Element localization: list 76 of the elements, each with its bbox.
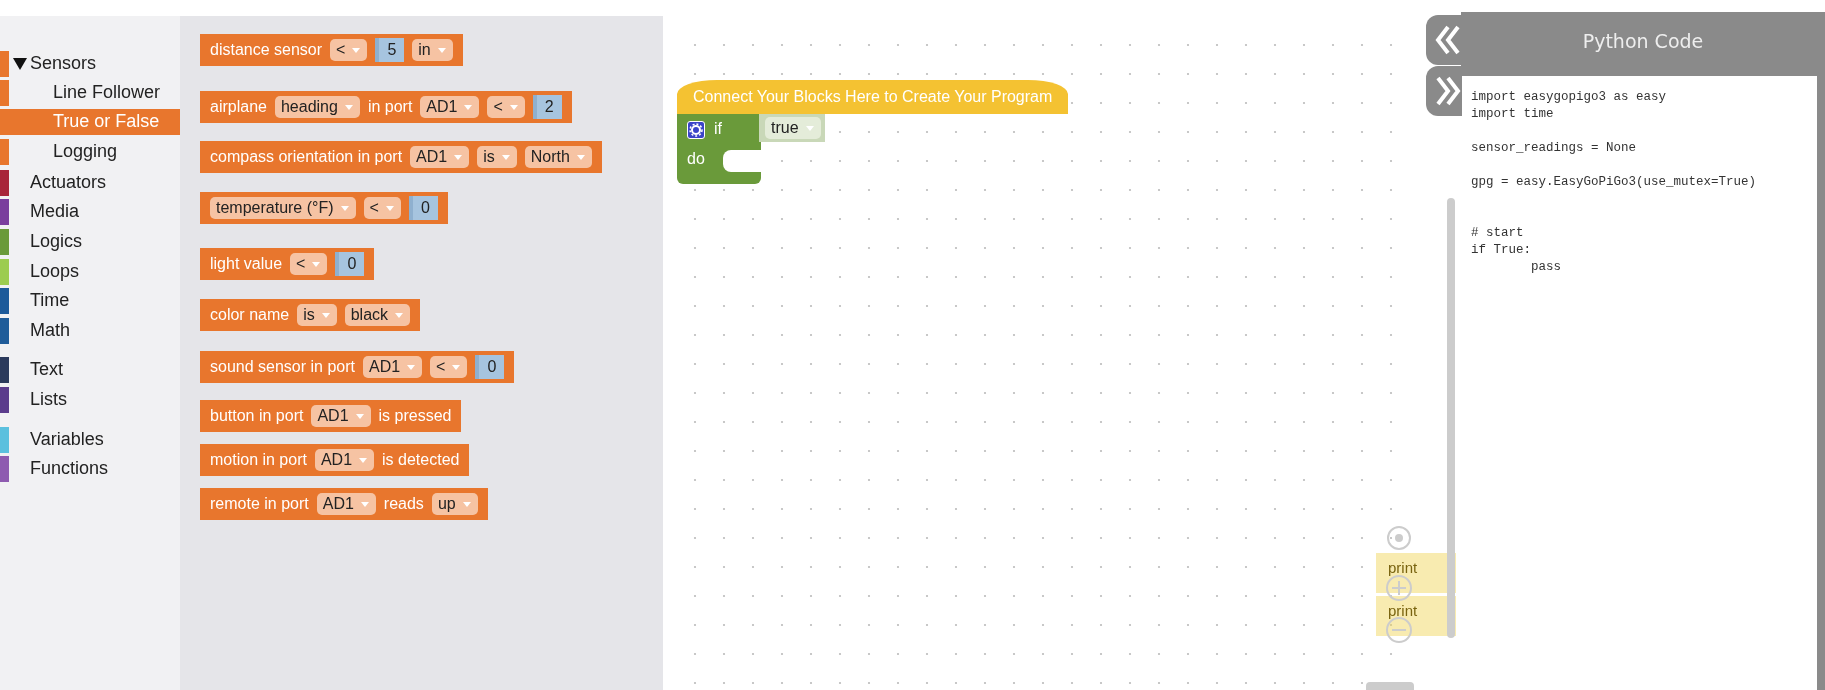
category-label: Loops bbox=[30, 261, 80, 282]
code-line: # start bbox=[1471, 226, 1524, 240]
start-hat-block bbox=[677, 80, 1069, 114]
dropdown-field: up bbox=[431, 493, 478, 515]
code-line: if True: bbox=[1471, 243, 1531, 257]
dropdown-field: AD1 bbox=[410, 146, 470, 168]
block-label: button in port bbox=[210, 407, 304, 425]
number-field: 0 bbox=[408, 196, 438, 220]
block-label: sound sensor in port bbox=[210, 358, 355, 376]
block-label: airplane bbox=[210, 98, 267, 116]
block-label: remote in port bbox=[210, 495, 309, 513]
dropdown-field: < bbox=[330, 39, 368, 61]
number-field: 0 bbox=[335, 252, 365, 276]
block-label: motion in port bbox=[210, 451, 307, 469]
dropdown-field: < bbox=[363, 197, 401, 219]
dropdown-field: < bbox=[290, 253, 328, 275]
number-field: 5 bbox=[375, 38, 405, 62]
dropdown-field: is bbox=[477, 146, 517, 168]
category-label: Media bbox=[30, 201, 80, 222]
dropdown-field: AD1 bbox=[363, 356, 423, 378]
block-label: do bbox=[687, 150, 705, 168]
category-label: Variables bbox=[30, 429, 104, 450]
dropdown-field: < bbox=[430, 356, 468, 378]
category-label: Time bbox=[30, 290, 70, 311]
category-label: Lists bbox=[30, 389, 67, 410]
value-block bbox=[759, 114, 825, 142]
if-block bbox=[677, 114, 761, 184]
code-line: gpg = easy.EasyGoPiGo3(use_mutex=True) bbox=[1471, 175, 1757, 189]
sensor-block bbox=[200, 141, 602, 173]
code-line: import easygopigo3 as easy bbox=[1471, 90, 1667, 104]
sensor-block bbox=[200, 488, 488, 520]
sensor-block bbox=[200, 192, 448, 224]
sensor-block bbox=[200, 248, 375, 280]
block-label: reads bbox=[383, 495, 424, 513]
code-line: sensor_readings = None bbox=[1471, 141, 1637, 155]
block-label: compass orientation in port bbox=[210, 148, 403, 166]
dropdown-field: in bbox=[412, 39, 453, 61]
category-label: Line Follower bbox=[53, 82, 161, 103]
dropdown-field: heading bbox=[274, 96, 360, 118]
category-label: Sensors bbox=[30, 53, 97, 74]
block-label: light value bbox=[210, 255, 283, 273]
block-label: if bbox=[714, 120, 722, 138]
code-line: pass bbox=[1531, 260, 1561, 274]
sensor-block bbox=[200, 91, 572, 123]
category-label: Logging bbox=[53, 141, 118, 162]
block-label: distance sensor bbox=[210, 41, 323, 59]
dropdown-field: temperature (°F) bbox=[210, 197, 356, 219]
category-label: Logics bbox=[30, 231, 83, 252]
block-label: color name bbox=[210, 306, 290, 324]
panel-title: Python Code bbox=[1581, 30, 1705, 52]
category-label: Text bbox=[30, 359, 63, 380]
number-field: 0 bbox=[475, 355, 505, 379]
category-label: True or False bbox=[53, 111, 160, 132]
block-label: in port bbox=[367, 98, 413, 116]
dropdown-field: AD1 bbox=[314, 449, 375, 471]
number-field: 2 bbox=[532, 95, 562, 119]
dropdown-field: AD1 bbox=[316, 493, 376, 515]
block-label: Connect Your Blocks Here to Create Your Program bbox=[693, 88, 1053, 106]
dropdown-field: AD1 bbox=[420, 96, 480, 118]
sensor-block bbox=[200, 34, 463, 66]
block-label: is detected bbox=[382, 451, 460, 469]
category-label: Functions bbox=[30, 458, 109, 479]
dropdown-field: < bbox=[487, 96, 525, 118]
sensor-block bbox=[200, 299, 421, 331]
category-label: Actuators bbox=[30, 172, 107, 193]
dropdown-field: AD1 bbox=[311, 405, 371, 427]
sensor-block bbox=[200, 351, 515, 383]
dropdown-field: North bbox=[524, 146, 592, 168]
dropdown-field: is bbox=[297, 304, 337, 326]
dropdown-field: true bbox=[765, 117, 821, 139]
block-label: is pressed bbox=[378, 407, 452, 425]
code-line: import time bbox=[1471, 107, 1554, 121]
sensor-block bbox=[200, 444, 470, 476]
category-label: Math bbox=[30, 320, 71, 341]
dropdown-field: black bbox=[344, 304, 411, 326]
sensor-block bbox=[200, 400, 462, 432]
